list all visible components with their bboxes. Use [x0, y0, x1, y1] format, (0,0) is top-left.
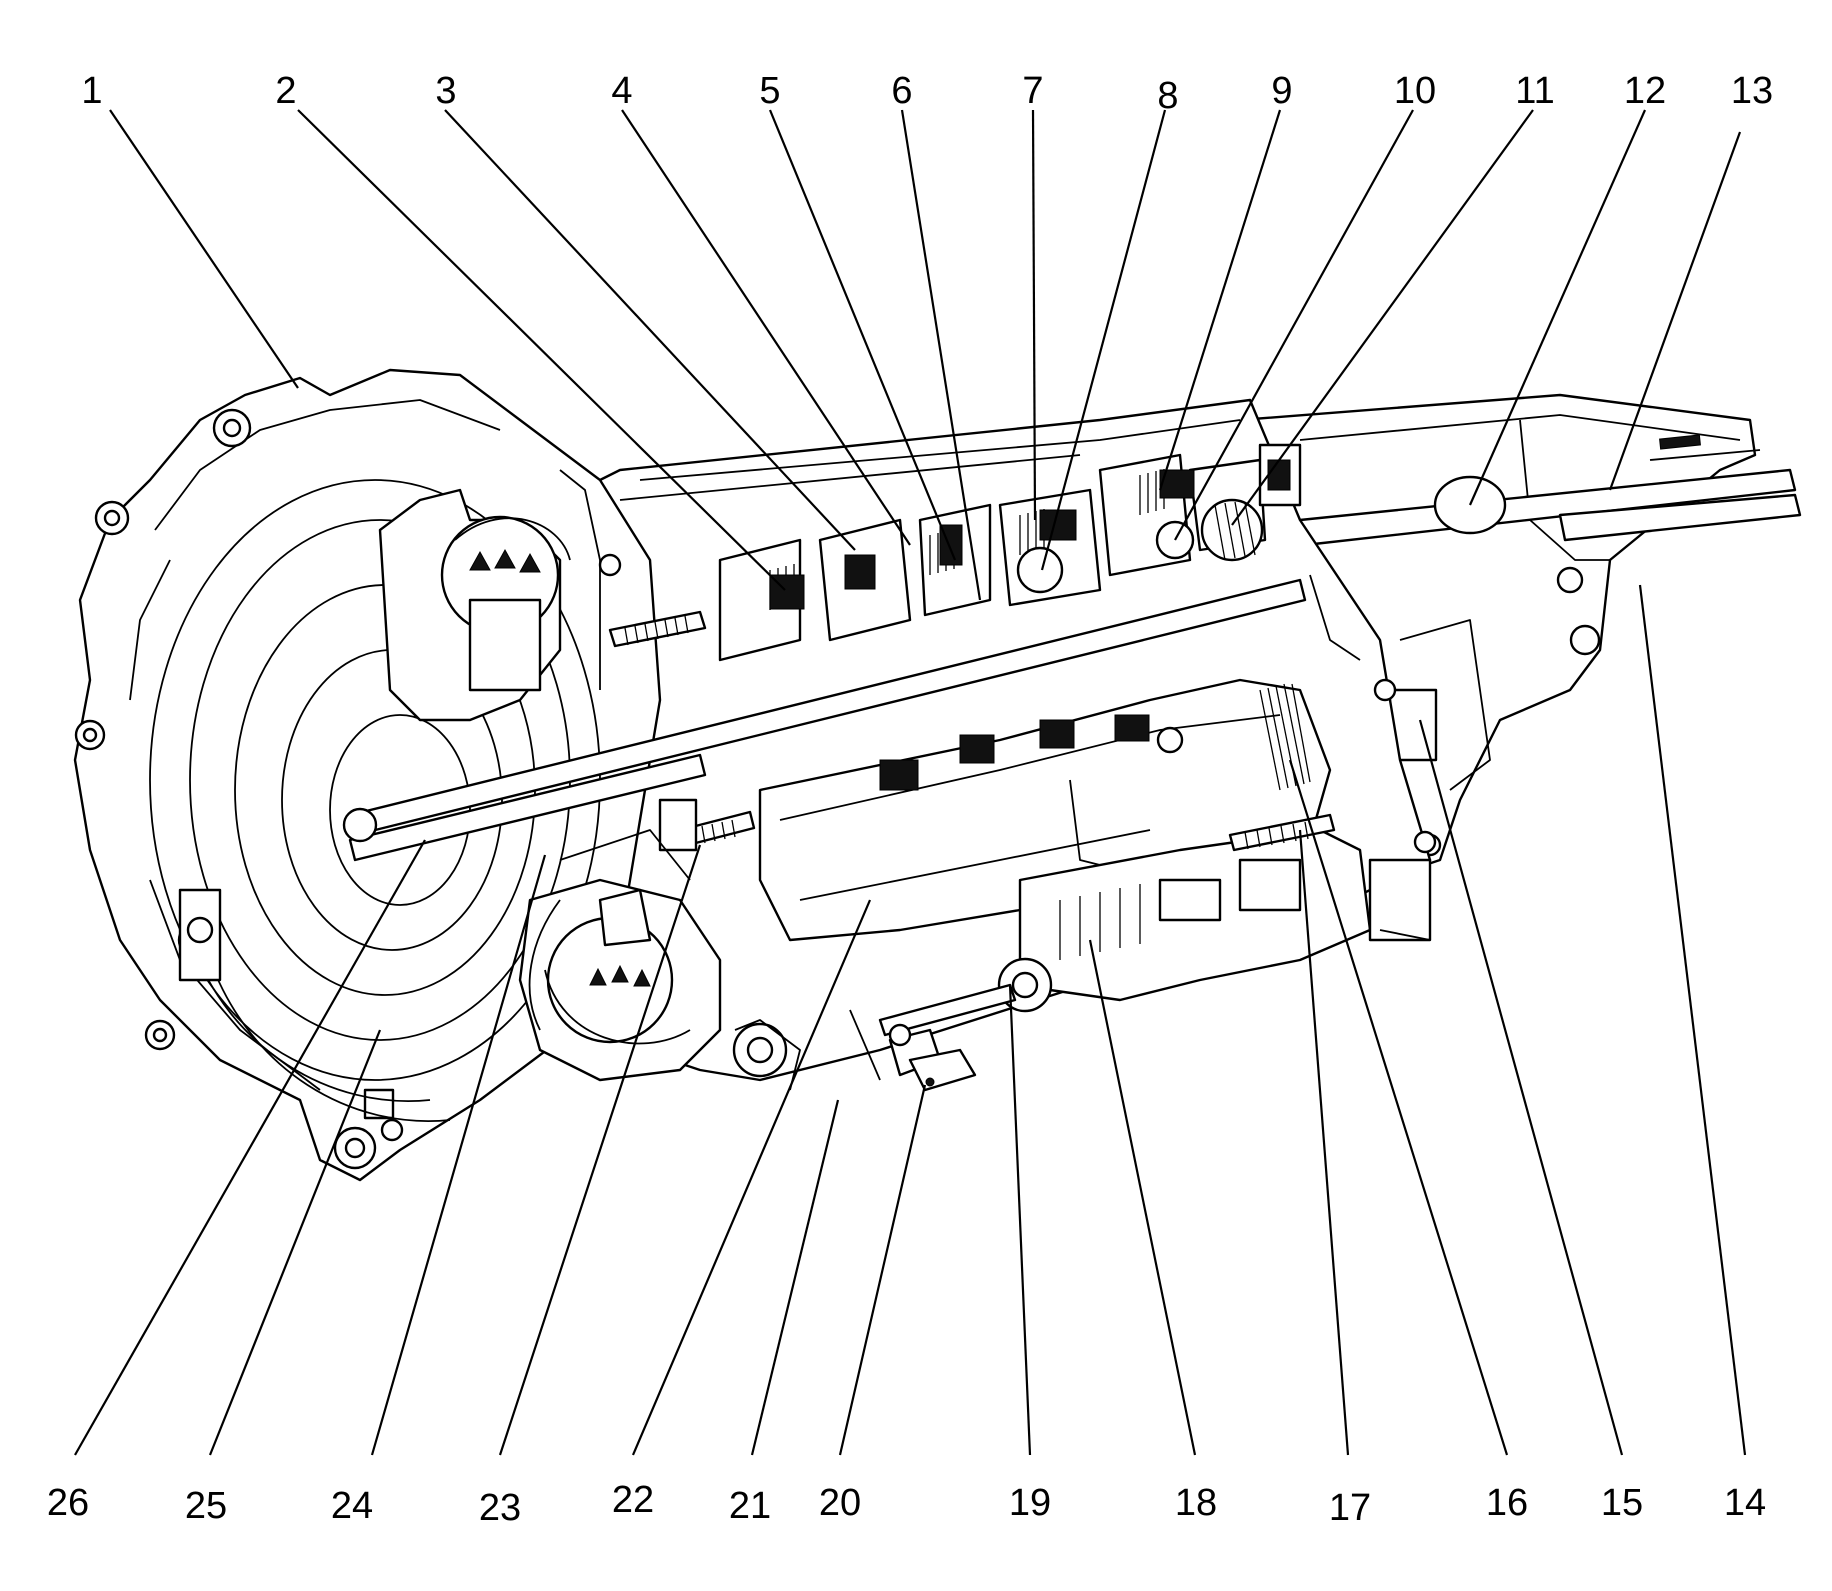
callout-26: 26 [47, 1482, 89, 1524]
leader-13 [1608, 131, 1742, 491]
leader-8 [1040, 109, 1167, 571]
leader-9 [1158, 109, 1282, 491]
leader-11 [1231, 109, 1534, 526]
callout-20: 20 [819, 1482, 861, 1524]
leader-lines [74, 109, 1747, 1456]
callout-13: 13 [1731, 70, 1773, 112]
callout-18: 18 [1175, 1482, 1217, 1524]
spring-17 [1228, 813, 1336, 852]
leader-23 [498, 844, 702, 1456]
callout-21: 21 [729, 1485, 771, 1527]
callout-10: 10 [1394, 70, 1436, 112]
leader-4 [621, 109, 911, 546]
spring-upper [598, 553, 707, 648]
callout-17: 17 [1329, 1487, 1371, 1529]
callout-7: 7 [1022, 70, 1043, 112]
leader-5 [768, 109, 957, 561]
leader-2 [297, 109, 786, 591]
gear-11 [1200, 498, 1264, 562]
callout-14: 14 [1724, 1482, 1766, 1524]
leader-24 [370, 854, 547, 1456]
callout-19: 19 [1009, 1482, 1051, 1524]
leader-12 [1468, 109, 1647, 506]
callout-3: 3 [435, 70, 456, 112]
callout-9: 9 [1271, 70, 1292, 112]
callout-22: 22 [612, 1479, 654, 1521]
callout-4: 4 [611, 70, 632, 112]
leader-19 [1008, 984, 1032, 1456]
leader-10 [1174, 109, 1414, 541]
leader-16 [1288, 759, 1509, 1456]
leader-20 [838, 1084, 927, 1456]
leader-18 [1088, 939, 1197, 1456]
leader-26 [74, 839, 426, 1456]
leader-17 [1298, 829, 1350, 1456]
callout-12: 12 [1624, 70, 1666, 112]
leader-3 [444, 109, 856, 551]
transmission-drawing [73, 368, 1802, 1182]
manual-shaft [878, 957, 1053, 1092]
callout-6: 6 [891, 70, 912, 112]
leader-14 [1638, 584, 1747, 1456]
callout-8: 8 [1157, 75, 1178, 117]
callout-23: 23 [479, 1487, 521, 1529]
clutch-pack-16 [1259, 683, 1311, 791]
leader-7 [1031, 109, 1037, 521]
leader-25 [208, 1029, 382, 1456]
callout-5: 5 [759, 70, 780, 112]
spring-lower [658, 798, 756, 852]
planetary-gear-8 [1016, 546, 1064, 594]
callout-1: 1 [81, 70, 102, 112]
leader-15 [1418, 719, 1624, 1456]
callout-11: 11 [1515, 70, 1554, 112]
callout-2: 2 [275, 70, 296, 112]
leader-21 [750, 1099, 840, 1456]
callout-labels: 1 2 3 4 5 6 7 8 9 10 11 12 13 14 15 16 1… [47, 70, 1773, 1529]
leader-22 [631, 899, 872, 1456]
leader-6 [900, 109, 982, 601]
callout-24: 24 [331, 1485, 373, 1527]
callout-15: 15 [1601, 1482, 1643, 1524]
leader-1 [109, 109, 299, 389]
callout-16: 16 [1486, 1482, 1528, 1524]
callout-25: 25 [185, 1485, 227, 1527]
clutch-packs-upper [718, 443, 1507, 662]
